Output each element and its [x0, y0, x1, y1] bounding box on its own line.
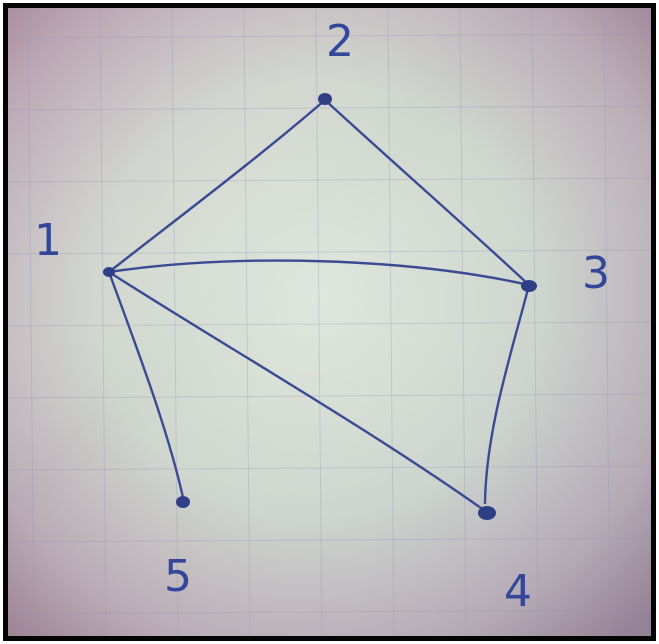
edge-1-2 [107, 98, 327, 274]
grid-line-vertical [315, 8, 323, 636]
grid-line-vertical [99, 8, 107, 636]
paper-tint [8, 8, 651, 636]
graph-edges [107, 98, 531, 515]
grid-line-vertical [531, 8, 539, 636]
graph-diagram: 2 1 3 4 5 [8, 8, 651, 636]
grid-line-vertical [603, 8, 611, 636]
graph-labels: 2 1 3 4 5 [34, 16, 610, 617]
grid-line-horizontal [8, 105, 651, 111]
node-label-1: 1 [34, 215, 62, 266]
node-4 [478, 506, 496, 520]
node-5 [176, 496, 190, 508]
node-3 [521, 280, 537, 292]
grid-line-vertical [243, 8, 251, 636]
grid-line-vertical [171, 8, 179, 636]
grid-line-horizontal [8, 321, 651, 327]
photo-frame: 2 1 3 4 5 [3, 3, 656, 641]
grid-line-horizontal [8, 177, 651, 183]
graph-nodes [103, 93, 537, 520]
node-label-3: 3 [582, 248, 610, 299]
grid-line-vertical [459, 8, 467, 636]
edge-2-3 [323, 98, 531, 287]
node-label-5: 5 [164, 551, 192, 602]
grid-line-horizontal [8, 609, 651, 615]
grid-line-horizontal [8, 537, 651, 543]
grid-line-horizontal [8, 249, 651, 255]
paper-grid [8, 8, 651, 636]
grid-line-horizontal [8, 465, 651, 471]
node-1 [103, 267, 115, 277]
edge-1-3 [107, 259, 531, 287]
grid-line-horizontal [8, 393, 651, 399]
node-label-2: 2 [326, 16, 354, 67]
edge-1-5 [107, 270, 186, 504]
edge-1-4 [107, 270, 490, 515]
grid-line-vertical [387, 8, 395, 636]
graph-photo: 2 1 3 4 5 [8, 8, 651, 636]
node-2 [318, 93, 332, 105]
edge-3-4 [483, 283, 531, 505]
node-label-4: 4 [504, 566, 532, 617]
grid-line-vertical [27, 8, 35, 636]
grid-line-horizontal [8, 33, 651, 39]
